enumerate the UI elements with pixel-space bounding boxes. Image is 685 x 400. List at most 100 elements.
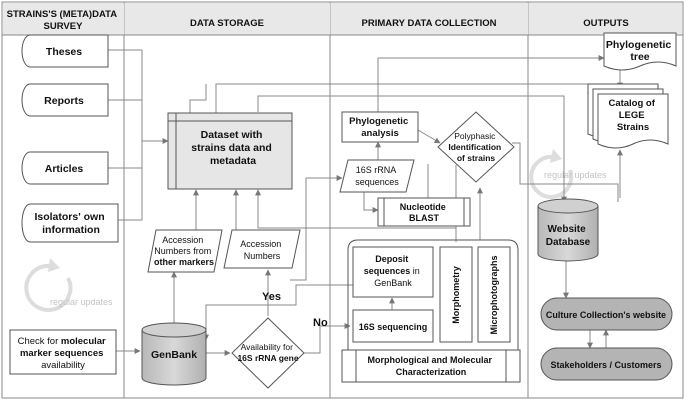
check-line3: availability	[41, 360, 85, 371]
check-line1-bold: molecular	[61, 336, 106, 347]
connectors	[108, 49, 623, 356]
accession-other-markers: Accession Numbers from other markers	[147, 229, 223, 273]
deposit-sequences: Deposit sequences in GenBank	[352, 246, 434, 298]
accession-other-label: Accession Numbers from other markers	[154, 235, 214, 267]
phylo-analysis-line2: analysis	[361, 128, 399, 139]
rrna-sequences-line2: sequences	[355, 177, 399, 187]
check-line2: marker sequences	[20, 348, 103, 359]
check-label: Check for molecular marker sequences ava…	[18, 336, 109, 371]
dataset-line1: Dataset with	[201, 129, 263, 141]
yes-label: Yes	[262, 291, 281, 303]
website-db-line1: Website	[548, 224, 587, 235]
phylo-tree-line2: tree	[630, 51, 649, 63]
nucleotide-line1: Nucleotide	[400, 202, 446, 212]
microphotographs-label: Microphotographs	[489, 256, 499, 335]
no-label: No	[313, 317, 328, 329]
dataset-box: Dataset with strains data and metadata	[167, 112, 293, 190]
nucleotide-label: Nucleotide BLAST	[400, 202, 449, 223]
column-headers	[2, 3, 683, 36]
refresh-icon	[24, 263, 73, 312]
accession-numbers-line1: Accession	[240, 239, 281, 249]
header-data-storage: DATA STORAGE	[190, 18, 264, 29]
polyphasic-label: Polyphasic Identification of strains	[448, 131, 503, 163]
theses-shape	[21, 34, 109, 68]
availability-label: Availability for 16S rRNA gene	[237, 342, 298, 363]
header-survey-line1: STRAINS'S (META)DATA	[7, 9, 118, 20]
deposit-line3: GenBank	[374, 278, 412, 288]
phylo-analysis-line1: Phylogenetic	[349, 116, 408, 127]
accession-numbers-label: Accession Numbers	[240, 239, 284, 261]
dataset-label: Dataset with strains data and metadata	[191, 129, 274, 167]
regular-updates-label-right: regular updates	[544, 170, 607, 180]
reports-shape	[21, 83, 109, 117]
availability-decision: Availability for 16S rRNA gene	[231, 317, 305, 389]
polyphasic-line3: of strains	[457, 153, 496, 163]
catalog-line1: Catalog of	[608, 98, 655, 109]
phylo-tree-label: Phylogenetic tree	[606, 39, 674, 63]
nucleotide-blast: Nucleotide BLAST	[377, 197, 471, 227]
column-header-labels: STRAINS'S (META)DATA SURVEY DATA STORAGE…	[7, 9, 629, 32]
accession-numbers: Accession Numbers	[223, 229, 301, 269]
microphotographs-box: Microphotographs	[477, 246, 511, 343]
dataset-line3: metadata	[210, 155, 256, 167]
morphometry-box: Morphometry	[439, 246, 473, 343]
website-db-label: Website Database	[546, 224, 591, 248]
regular-updates-cycle-left: regular updates	[24, 258, 113, 312]
dataset-line2: strains data and	[191, 142, 272, 154]
morph-mol-box: Morphological and Molecular Characteriza…	[341, 349, 521, 383]
header-survey: STRAINS'S (META)DATA SURVEY	[7, 9, 120, 32]
regular-updates-cycle-right: regular updates	[529, 149, 607, 199]
genbank-database: GenBank	[141, 322, 207, 386]
deposit-line1: Deposit	[375, 254, 408, 264]
sequencing-label: 16S sequencing	[359, 322, 428, 332]
deposit-line2-plain: in	[410, 266, 420, 276]
survey-sources	[9, 34, 119, 375]
website-db-line2: Database	[546, 237, 591, 248]
genbank-label: GenBank	[151, 349, 197, 361]
deposit-line2-bold: sequences	[364, 266, 411, 276]
accession-other-line1: Accession	[162, 235, 203, 245]
check-box	[9, 329, 117, 375]
accession-other-line3: other markers	[154, 257, 214, 267]
accession-numbers-line2: Numbers	[244, 251, 281, 261]
phylo-tree-line1: Phylogenetic	[606, 39, 672, 51]
phylo-analysis-label: Phylogenetic analysis	[349, 116, 411, 139]
stakeholders-label: Stakeholders / Customers	[550, 360, 661, 370]
accession-other-line2: Numbers from	[154, 246, 211, 256]
polyphasic-decision: Polyphasic Identification of strains	[437, 111, 515, 183]
survey-labels: Theses Reports Articles Isolators' own i…	[34, 46, 107, 236]
rrna-sequences-line1: 16S rRNA	[356, 165, 397, 175]
catalog-line3: Strains	[617, 122, 649, 133]
deposit-label: Deposit sequences in GenBank	[364, 254, 423, 288]
isolators-line1: Isolators' own	[34, 211, 104, 223]
morphometry-label: Morphometry	[451, 266, 461, 324]
check-line1: Check for	[18, 336, 61, 347]
header-primary-data: PRIMARY DATA COLLECTION	[362, 18, 497, 29]
availability-line2: 16S rRNA gene	[237, 353, 298, 363]
isolators-label: Isolators' own information	[34, 211, 107, 236]
website-database: Website Database	[537, 198, 599, 262]
nucleotide-line2: BLAST	[409, 213, 439, 223]
polyphasic-line2: Identification	[448, 142, 501, 152]
catalog-label: Catalog of LEGE Strains	[608, 98, 657, 133]
phylogenetic-analysis: Phylogenetic analysis	[341, 111, 419, 143]
theses-label: Theses	[46, 46, 82, 58]
isolators-shape	[21, 203, 119, 243]
rrna-sequences-label: 16S rRNA sequences	[355, 165, 399, 187]
articles-shape	[21, 151, 109, 185]
phylogenetic-tree-doc: Phylogenetic tree	[603, 32, 677, 71]
catalog-line2: LEGE	[619, 110, 645, 121]
header-outputs: OUTPUTS	[583, 18, 628, 29]
header-survey-line2: SURVEY	[44, 21, 84, 32]
characterization-group	[347, 239, 519, 352]
isolators-line2: information	[42, 224, 100, 236]
sequencing-box: 16S sequencing	[352, 309, 434, 343]
polyphasic-line1: Polyphasic	[454, 131, 496, 141]
regular-updates-label-left: regular updates	[50, 297, 113, 307]
reports-label: Reports	[44, 95, 84, 107]
stakeholders: Stakeholders / Customers	[540, 347, 673, 381]
articles-label: Articles	[45, 163, 84, 175]
culture-site: Culture Collection's website	[540, 297, 673, 331]
